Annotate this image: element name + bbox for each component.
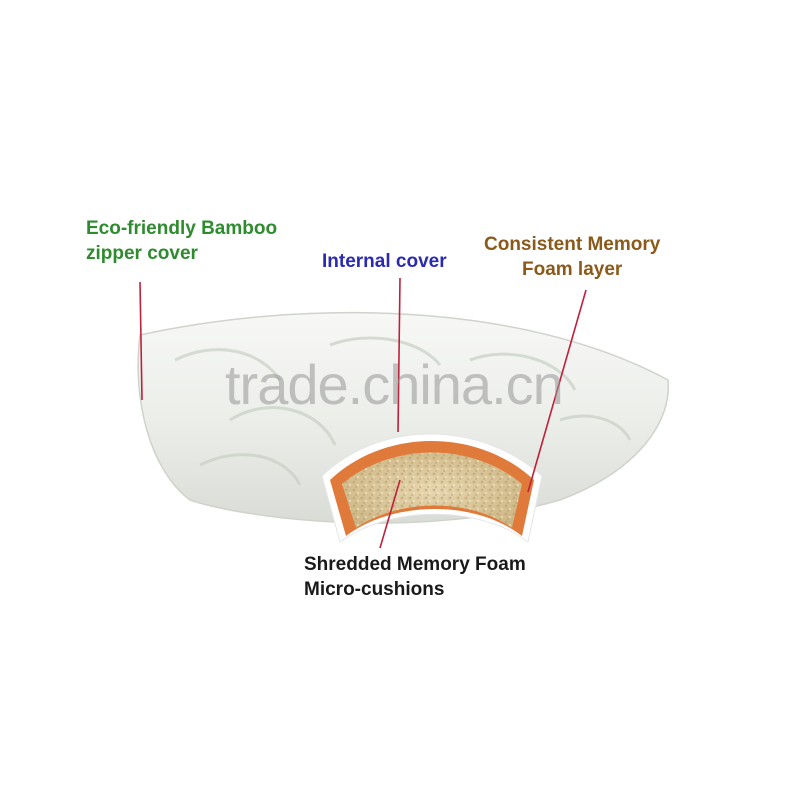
label-shredded-foam: Shredded Memory Foam Micro-cushions [304, 552, 526, 602]
pointer-memory-layer [527, 289, 587, 493]
label-shredded-line-2: Micro-cushions [304, 579, 445, 600]
label-memory-line-1: Consistent Memory [484, 234, 661, 255]
pointer-internal [397, 277, 401, 433]
label-memory-foam-layer: Consistent Memory Foam layer [484, 232, 660, 282]
label-memory-line-2: Foam layer [521, 259, 623, 280]
label-bamboo-line-2: zipper cover [86, 243, 198, 264]
label-shredded-line-1: Shredded Memory Foam [304, 554, 526, 575]
bamboo-pattern [174, 336, 632, 486]
label-bamboo-cover: Eco-friendly Bamboo zipper cover [86, 216, 277, 266]
shredded-foam-texture [342, 452, 522, 528]
label-bamboo-line-1: Eco-friendly Bamboo [86, 218, 278, 239]
watermark: trade.china.cn [225, 353, 564, 416]
pointer-lines [139, 277, 587, 549]
label-internal-line-1: Internal cover [322, 251, 447, 272]
pointer-bamboo [139, 281, 143, 401]
label-internal-cover: Internal cover [322, 249, 447, 274]
pointer-shredded [379, 479, 401, 549]
